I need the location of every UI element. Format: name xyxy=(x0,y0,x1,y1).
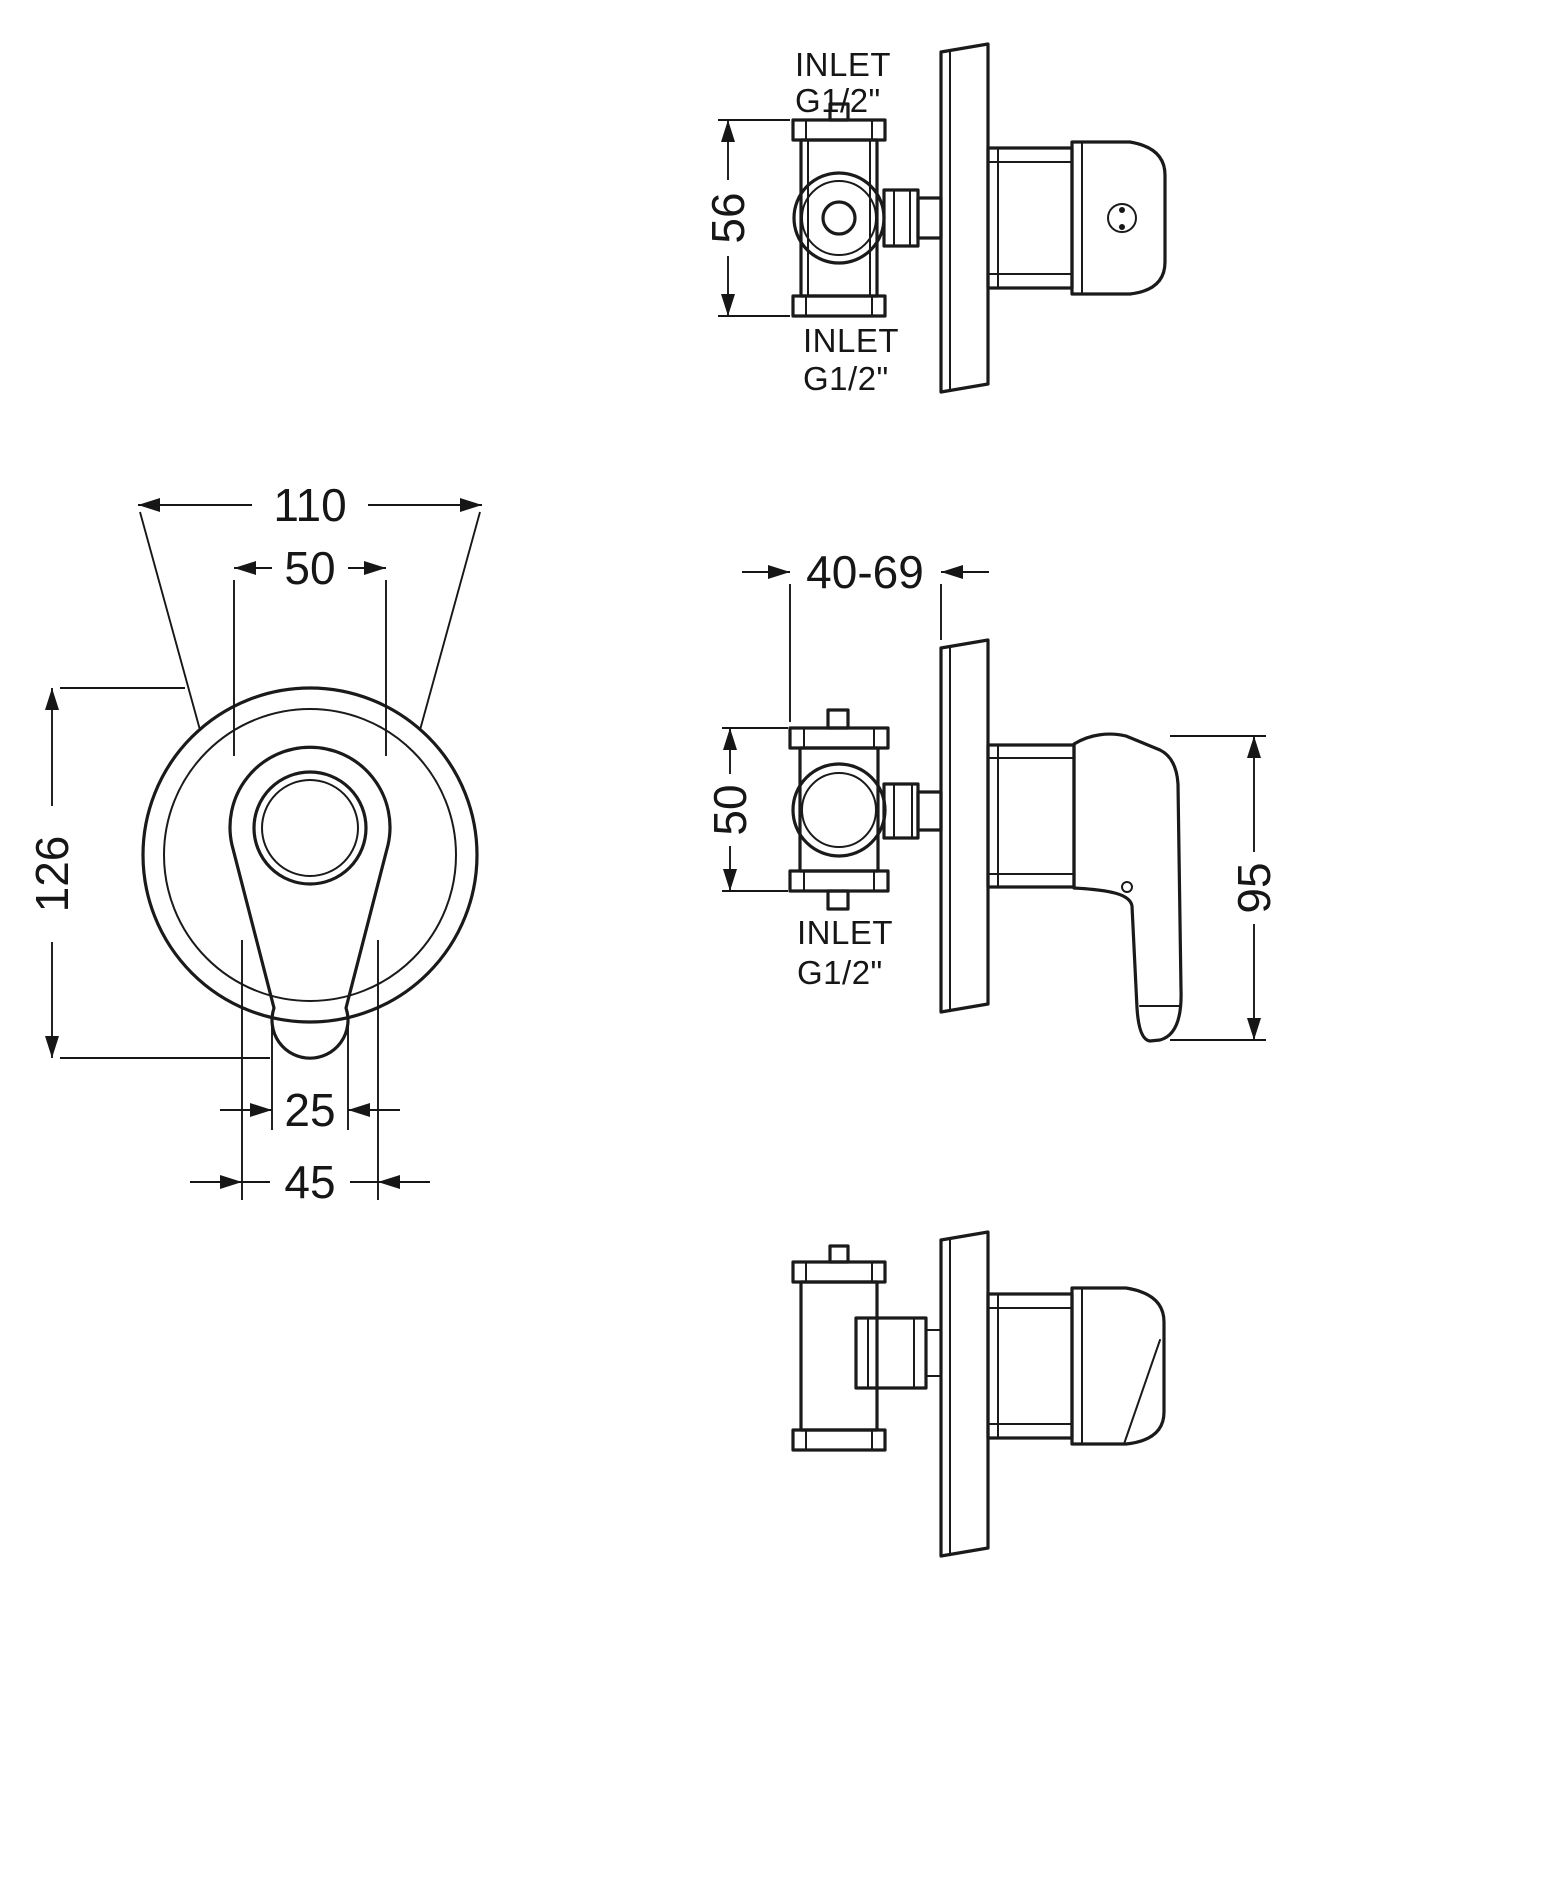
bottom-pin xyxy=(826,889,850,911)
dim-tip-25: 25 xyxy=(220,1026,400,1136)
handle-hub-hole xyxy=(252,770,368,886)
valve-spindle-center xyxy=(821,200,857,236)
top-pin xyxy=(826,708,850,730)
dim-recess-40-69: 40-69 xyxy=(742,546,989,722)
bottom-view-tab xyxy=(828,1244,850,1264)
inlet-side-size: G1/2" xyxy=(797,954,883,991)
dim-body-50: 50 xyxy=(704,727,788,892)
valve-back-square xyxy=(854,1316,928,1390)
connector-hex-side xyxy=(882,782,943,840)
spindle-side-outer xyxy=(791,762,887,858)
dim-hub-50: 50 xyxy=(233,542,387,756)
inlet-side-label: INLET xyxy=(797,914,893,951)
dim-height-126: 126 xyxy=(26,687,270,1059)
valve-body xyxy=(791,102,887,318)
grub-screw xyxy=(1107,203,1137,233)
dim-handle-95: 95 xyxy=(1170,735,1280,1041)
cartridge-housing-bottom xyxy=(986,1292,1074,1440)
wall-plate-side xyxy=(939,638,990,1014)
dim-25-label: 25 xyxy=(284,1084,335,1136)
inlet-bottom-label: INLET xyxy=(803,322,899,359)
lever-handle-side xyxy=(1072,732,1183,1043)
dim-95-label: 95 xyxy=(1228,862,1280,913)
lever-handle xyxy=(228,745,392,1060)
dim-56-label: 56 xyxy=(702,192,754,243)
dim-depth-56: 56 xyxy=(702,119,790,317)
dim-50-side-label: 50 xyxy=(704,784,756,835)
dim-110-label: 110 xyxy=(273,479,346,531)
faceplate xyxy=(141,686,479,1024)
handle-end-bottom xyxy=(1070,1286,1166,1446)
wall-plate xyxy=(939,42,990,394)
connector-hex xyxy=(882,188,943,248)
bottom-view xyxy=(791,1230,1166,1558)
handle-screw-dot xyxy=(1121,881,1133,893)
dim-50-label: 50 xyxy=(284,542,335,594)
valve-body-side xyxy=(788,708,890,911)
side-view: INLET G1/2" 40-69 50 xyxy=(704,546,1280,1043)
dim-45-label: 45 xyxy=(284,1156,335,1208)
dim-base-45: 45 xyxy=(190,940,430,1208)
wall-plate-bottom xyxy=(939,1230,990,1558)
handle-end xyxy=(1070,140,1167,296)
cartridge-housing-side xyxy=(986,743,1076,889)
inlet-top-size: G1/2" xyxy=(795,82,881,119)
top-tab xyxy=(828,102,850,122)
inlet-bottom-size: G1/2" xyxy=(803,360,889,397)
inlet-top-label: INLET xyxy=(795,46,891,83)
dim-126-label: 126 xyxy=(26,836,78,913)
top-view: INLET G1/2" INLET G1/2" 56 xyxy=(702,42,1167,397)
dim-40-69-label: 40-69 xyxy=(806,546,924,598)
valve-body-bottom xyxy=(791,1244,942,1452)
dim-plate-110: 110 xyxy=(138,479,482,731)
cartridge-housing xyxy=(986,146,1074,290)
front-view: 110 50 126 xyxy=(26,479,482,1208)
